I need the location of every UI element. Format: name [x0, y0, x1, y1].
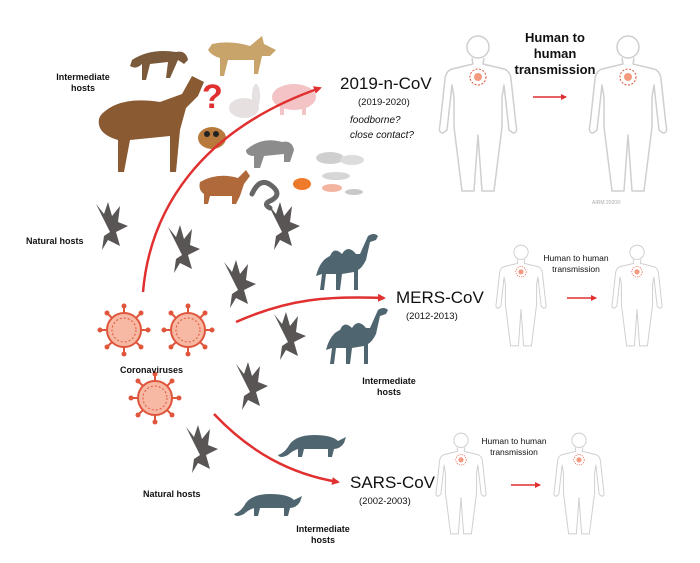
human-to-human-bottom-label: Human to human transmission — [481, 436, 547, 457]
arrow-to-2019-ncov — [141, 86, 322, 293]
transmission-note-close-contact: close contact? — [350, 130, 414, 141]
natural-hosts-bottom-label: Natural hosts — [143, 489, 201, 499]
bat-icon — [224, 260, 256, 308]
transmission-note-foodborne: foodborne? — [350, 115, 401, 126]
human-figure — [438, 35, 518, 192]
coronavirus-icon — [127, 370, 183, 426]
camel-icon — [326, 308, 388, 364]
coronavirus-icon — [160, 302, 216, 358]
virus-years-sars: (2002-2003) — [359, 496, 411, 507]
slow-loris-icon — [198, 127, 226, 149]
copyright-watermark: AIRM 2020© — [592, 200, 621, 206]
arrow-to-sars — [213, 413, 340, 485]
human-to-human-top-label: Human to human transmission — [514, 30, 596, 77]
bat-icon — [274, 312, 306, 360]
virus-years-mers: (2012-2013) — [406, 311, 458, 322]
coronavirus-icon — [96, 302, 152, 358]
human-figure — [611, 244, 663, 347]
bat-icon — [268, 202, 300, 250]
bat-icon — [96, 202, 128, 250]
human-figure — [553, 432, 605, 535]
fish-icon — [293, 152, 364, 195]
goat-icon — [199, 170, 250, 204]
bat-icon — [186, 425, 218, 473]
jackal-icon — [208, 36, 276, 76]
horse-icon — [98, 76, 204, 172]
civet-icon — [278, 435, 346, 457]
pig-icon — [272, 84, 316, 115]
natural-hosts-top-label: Natural hosts — [26, 236, 84, 246]
rabbit-icon — [229, 84, 260, 118]
bat-icon — [168, 225, 200, 273]
virus-name-2019-ncov: 2019-n-CoV — [340, 74, 432, 93]
virus-name-sars: SARS-CoV — [350, 473, 436, 492]
camel-icon — [316, 234, 378, 290]
intermediate-hosts-bottom-label: Intermediate hosts — [296, 524, 350, 545]
virus-name-mers: MERS-CoV — [396, 288, 484, 307]
coronaviruses-label: Coronaviruses — [120, 365, 184, 375]
snake-icon — [249, 179, 280, 211]
human-figure — [495, 244, 547, 347]
arrow-to-mers — [235, 293, 386, 324]
unknown-host-question-mark: ? — [202, 78, 223, 116]
human-to-human-middle-label: Human to human transmission — [543, 253, 609, 274]
intermediate-hosts-top-label: Intermediate hosts — [56, 72, 110, 93]
civet-icon — [234, 494, 302, 516]
intermediate-hosts-mid-label: Intermediate hosts — [362, 376, 416, 397]
bat-icon — [236, 362, 268, 410]
virus-years-2019-ncov: (2019-2020) — [358, 97, 410, 108]
macaque-icon — [246, 140, 294, 168]
monkey-icon — [130, 51, 188, 80]
